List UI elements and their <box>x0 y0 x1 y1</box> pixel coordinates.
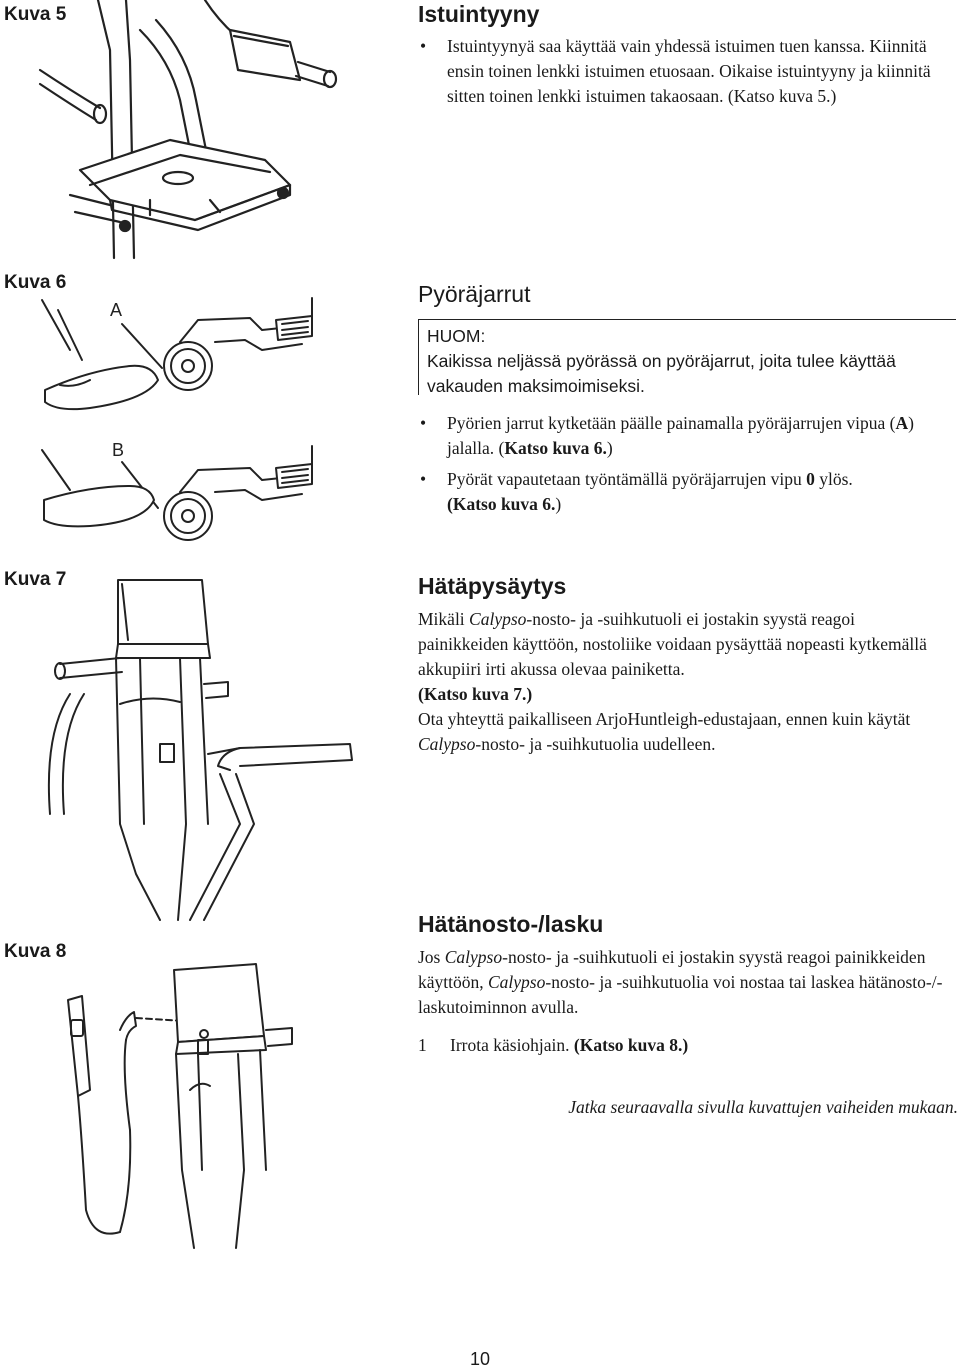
brake-release-bullet: Pyörät vapautetaan työntämällä pyöräjarr… <box>418 467 948 517</box>
step-number: 1 <box>418 1035 427 1055</box>
section-title-emergency-lift: Hätänosto-/lasku <box>418 911 604 937</box>
section-title-seat-cushion: Istuintyyny <box>418 1 540 27</box>
battery-stop-illustration <box>47 579 353 921</box>
section-title-emergency-stop: Hätäpysäytys <box>418 573 567 599</box>
section-title-wheel-brakes: Pyöräjarrut <box>418 281 531 307</box>
wheel-brake-illustration: A B <box>41 297 313 541</box>
wheel-brake-bullets: Pyörien jarrut kytketään päälle painamal… <box>418 411 948 517</box>
page-number: 10 <box>469 1349 491 1369</box>
emergency-stop-text: Mikäli Calypso-nosto- ja -suihkutuoli ei… <box>418 609 927 754</box>
hand-control-illustration <box>67 963 293 1249</box>
notice-text: Kaikissa neljässä pyörässä on pyöräjarru… <box>427 351 896 396</box>
brake-engage-bullet: Pyörien jarrut kytketään päälle painamal… <box>418 411 948 461</box>
figure-label-kuva-8: Kuva 8 <box>4 941 67 962</box>
label-b: B <box>112 440 124 460</box>
label-a: A <box>110 300 122 320</box>
figure-label-kuva-6: Kuva 6 <box>4 272 67 293</box>
emergency-lift-text: Jos Calypso-nosto- ja -suihkutuoli ei jo… <box>418 947 943 1017</box>
figure-label-kuva-5: Kuva 5 <box>4 4 67 25</box>
notice-box: HUOM: Kaikissa neljässä pyörässä on pyör… <box>418 319 956 396</box>
continue-note: Jatka seuraavalla sivulla kuvattujen vai… <box>568 1097 958 1117</box>
seat-cushion-bullets: Istuintyynyä saa käyttää vain yhdessä is… <box>418 34 948 109</box>
figure-label-kuva-7: Kuva 7 <box>4 569 67 590</box>
notice-label: HUOM: <box>427 326 486 346</box>
seat-cushion-bullet: Istuintyynyä saa käyttää vain yhdessä is… <box>418 34 948 109</box>
seat-cushion-illustration <box>38 0 338 260</box>
